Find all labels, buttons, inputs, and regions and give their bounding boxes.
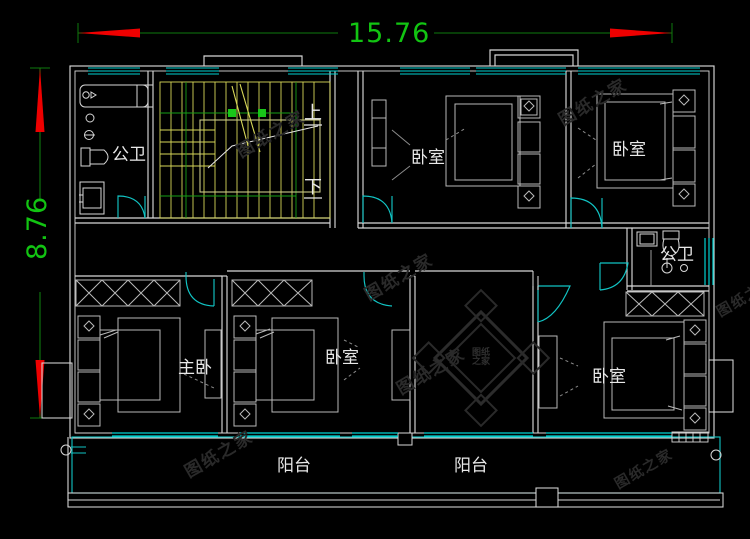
lamp-icon xyxy=(689,324,701,336)
nightstand-icon xyxy=(233,403,257,427)
sink-icon xyxy=(636,231,658,247)
door-bathroom-right xyxy=(599,262,629,291)
room-label-bath-left: 公卫 xyxy=(112,145,146,165)
bedroom-right-furniture xyxy=(538,291,707,431)
dimension-arrow-right xyxy=(610,28,672,38)
window xyxy=(400,67,470,75)
bed-mattress xyxy=(611,337,675,411)
room-label-balcony-right: 阳台 xyxy=(454,456,488,476)
right-exterior-bump xyxy=(708,359,734,413)
cabinet-icon xyxy=(79,181,105,215)
room-label-stair-down: 下 xyxy=(304,177,322,198)
window xyxy=(476,67,566,75)
bathroom-right-fixtures xyxy=(636,230,688,286)
lamp-icon xyxy=(239,408,251,420)
room-label-stair-up: 上 xyxy=(304,103,322,124)
nightstand-icon xyxy=(683,319,707,343)
lamp-icon xyxy=(523,190,535,202)
room-label-bedroom-right: 卧室 xyxy=(592,367,626,387)
room-label-bath-right: 公卫 xyxy=(660,245,694,265)
bed-mattress xyxy=(255,329,315,401)
nightstand-icon xyxy=(77,403,101,427)
door-bedroom-top1 xyxy=(362,195,393,224)
dimension-arrow-bottom xyxy=(35,360,45,418)
bedroom-master-furniture xyxy=(75,279,222,427)
lamp-icon xyxy=(678,94,690,106)
wardrobe-icon xyxy=(625,291,705,317)
door-bedroom-top2 xyxy=(570,197,603,229)
room-label-bedroom-mid: 卧室 xyxy=(325,348,359,368)
stair-direction-marks xyxy=(304,124,322,199)
window xyxy=(88,67,140,75)
bathtub-icon xyxy=(79,84,149,108)
bed-outline xyxy=(117,317,181,413)
bed-mattress xyxy=(604,101,666,181)
bed-mattress xyxy=(99,329,161,401)
room-label-balcony-left: 阳台 xyxy=(277,456,311,476)
bedroom-mid-furniture xyxy=(231,279,411,427)
door-bathroom-left xyxy=(117,195,146,219)
room-label-bedroom-top-1: 卧室 xyxy=(411,148,445,168)
lamp-icon xyxy=(83,408,95,420)
lamp-icon xyxy=(523,100,535,112)
lamp-icon xyxy=(689,412,701,424)
nightstand-icon xyxy=(517,185,541,209)
dimension-left xyxy=(24,67,56,419)
lamp-icon xyxy=(83,320,95,332)
window xyxy=(288,67,338,75)
bed-outline xyxy=(271,317,339,413)
bed-outline xyxy=(445,95,521,187)
lamp-icon xyxy=(239,320,251,332)
window-right-side xyxy=(704,238,714,285)
dimension-left-value: 8.76 xyxy=(22,195,53,260)
recess xyxy=(538,335,558,409)
wardrobe-icon xyxy=(75,279,181,307)
drain-icon xyxy=(85,113,95,123)
nightstand-icon xyxy=(517,95,541,119)
recess xyxy=(204,329,222,399)
dimension-arrow-top xyxy=(35,68,45,132)
toilet-icon xyxy=(80,147,109,167)
nightstand-icon xyxy=(672,183,696,207)
nightstand-icon xyxy=(77,315,101,339)
bathroom-left-fixtures xyxy=(79,84,154,215)
windows-top xyxy=(88,67,700,75)
window xyxy=(578,67,700,75)
recess xyxy=(391,329,411,401)
dimension-arrow-left xyxy=(78,28,140,38)
nightstand-icon xyxy=(233,315,257,339)
dimension-top xyxy=(77,18,673,50)
door-bedroom-mid xyxy=(363,272,393,307)
staircase xyxy=(159,81,331,219)
room-label-bedroom-top-2: 卧室 xyxy=(612,140,646,160)
left-exterior-bump xyxy=(41,362,73,419)
stair-break-line xyxy=(207,125,319,169)
nightstand-icon xyxy=(683,407,707,431)
toilet-icon xyxy=(662,230,680,257)
bedroom-top1-furniture xyxy=(371,95,541,209)
dimension-top-value: 15.76 xyxy=(348,18,431,49)
door-bedroom-master xyxy=(185,272,215,307)
lamp-icon xyxy=(678,188,690,200)
windows-bottom xyxy=(112,432,672,437)
stair-landing xyxy=(199,119,321,193)
nightstand-icon xyxy=(672,89,696,113)
wardrobe-icon xyxy=(231,279,313,307)
bottom-right-grille xyxy=(671,431,709,443)
wall-jog xyxy=(532,271,539,290)
bed-mattress xyxy=(454,103,513,181)
door-bedroom-right xyxy=(537,285,571,323)
watermark-stamp-text: 图纸之家 xyxy=(471,348,490,367)
wardrobe-icon xyxy=(371,99,387,167)
bedroom-top2-furniture xyxy=(577,89,696,207)
window xyxy=(166,67,219,75)
room-label-bedroom-master: 主卧 xyxy=(178,358,212,378)
